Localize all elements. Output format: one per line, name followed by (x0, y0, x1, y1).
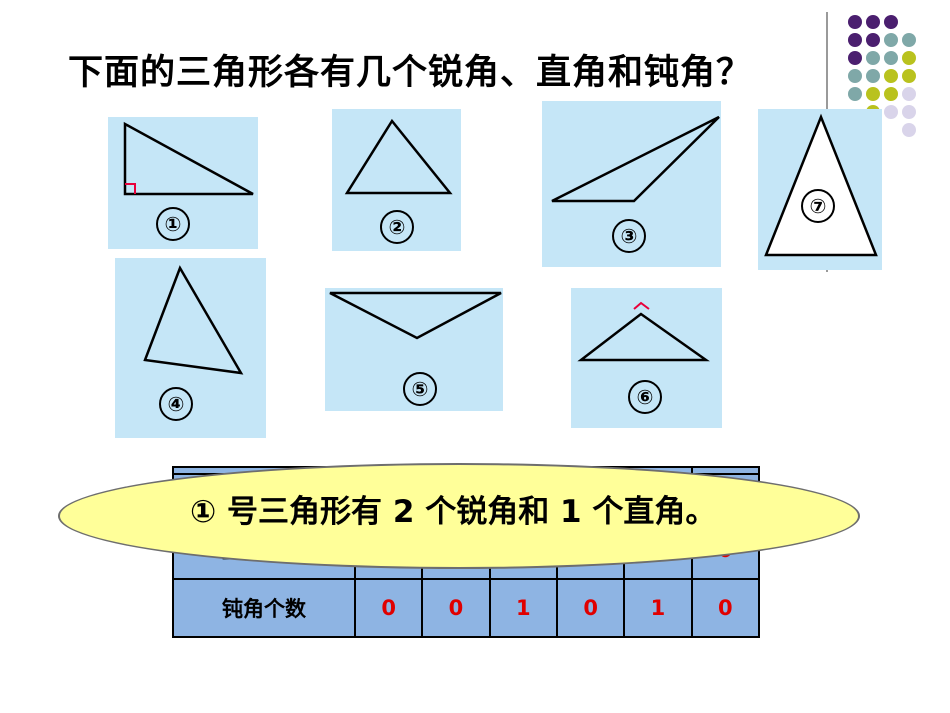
table-cell: 0 (353, 578, 424, 638)
triangle-label-5: ⑤ (403, 372, 437, 406)
row-header-obtuse-angles: 钝角个数 (172, 578, 356, 638)
table-row-obtuse-angles: 钝角个数 0 0 1 0 1 0 (172, 578, 761, 638)
dot-row-5 (848, 87, 916, 101)
triangle-label-1: ① (156, 207, 190, 241)
triangle-card-3: ③ (542, 101, 721, 267)
acute-triangle-shape-4 (143, 265, 244, 375)
triangle-card-6: ⑥ (571, 288, 722, 428)
decorative-dot-grid (848, 15, 916, 137)
dot-row-4 (848, 69, 916, 83)
obtuse-triangle-shape (551, 115, 720, 203)
triangle-card-5: ⑤ (325, 288, 503, 411)
isosceles-triangle-shape (758, 109, 882, 270)
triangle-card-4: ④ (115, 258, 266, 438)
triangle-card-1: ① (108, 117, 258, 249)
triangle-label-4: ④ (159, 387, 193, 421)
triangle-label-6: ⑥ (628, 380, 662, 414)
triangle-card-2: ② (332, 109, 461, 251)
table-cell: 0 (690, 578, 761, 638)
triangle-label-7: ⑦ (801, 189, 835, 223)
right-triangle-shape (123, 121, 254, 196)
dot-row-2 (848, 33, 916, 47)
triangle-card-7: ⑦ (758, 109, 882, 270)
table-cell: 1 (623, 578, 693, 638)
answer-callout (58, 463, 860, 569)
table-cell: 0 (421, 578, 491, 638)
dot-row-1 (848, 15, 898, 29)
page-title: 下面的三角形各有几个锐角、直角和钝角？ (68, 53, 753, 93)
triangle-label-3: ③ (612, 219, 646, 253)
answer-callout-text: ① 号三角形有 2 个锐角和 1 个直角。 (190, 494, 717, 530)
obtuse-triangle-shape-5 (329, 291, 502, 340)
dot-row-3 (848, 51, 916, 65)
table-cell: 0 (555, 578, 626, 638)
table-cell: 1 (488, 578, 558, 638)
dot-row-7 (902, 123, 916, 137)
acute-triangle-shape (344, 118, 453, 195)
triangle-label-2: ② (380, 210, 414, 244)
right-triangle-shape-6 (577, 301, 710, 362)
